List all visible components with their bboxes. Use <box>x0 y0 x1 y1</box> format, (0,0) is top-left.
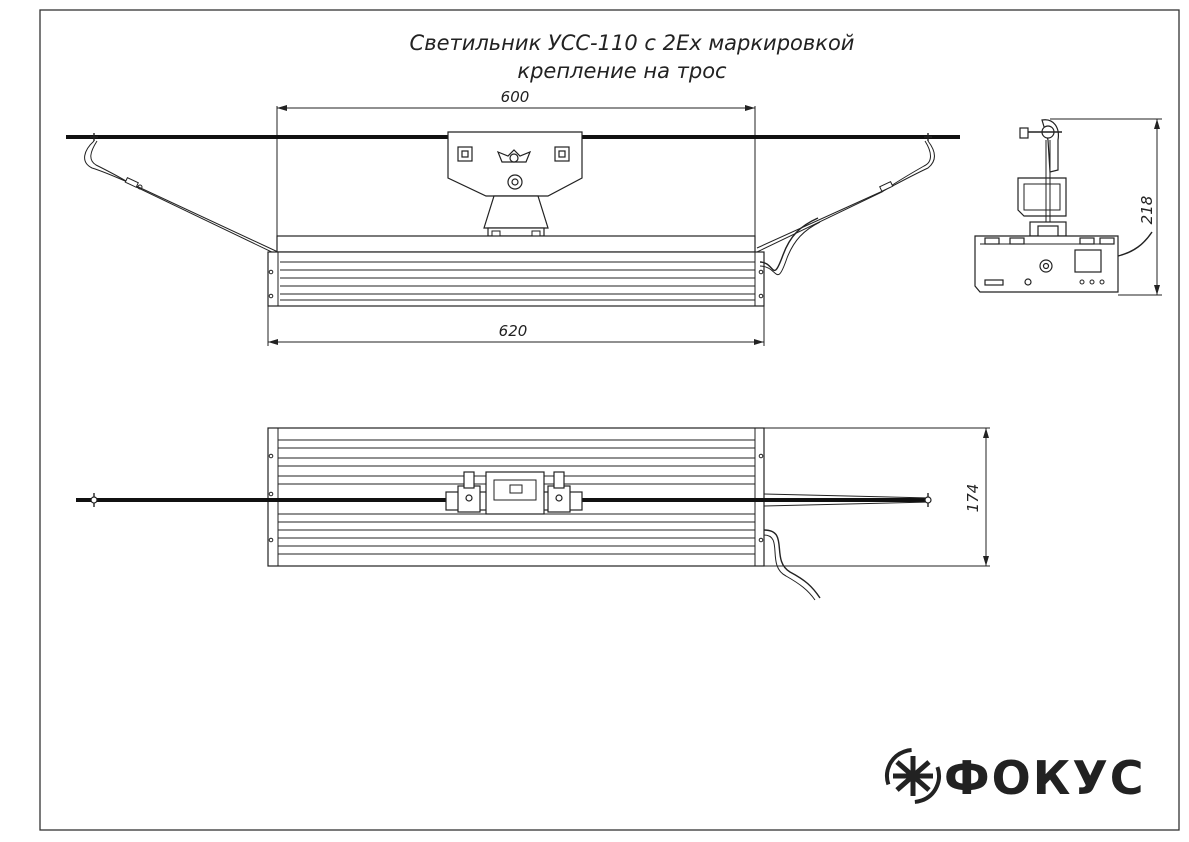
power-cable-front <box>759 217 819 271</box>
side-view: 218 <box>974 118 1162 296</box>
left-wire-tie <box>84 133 279 256</box>
dimension-620-label: 620 <box>499 322 528 340</box>
drawing-title-line1: Светильник УСС-110 с 2Ex маркировкой <box>410 31 855 55</box>
logo-text: ФОКУС <box>944 751 1146 805</box>
right-wire-tie <box>756 133 935 253</box>
luminaire-body-front <box>267 235 765 307</box>
front-view: 600 <box>66 88 960 346</box>
dimension-600: 600 <box>276 88 756 240</box>
dimension-218-label: 218 <box>1138 196 1156 225</box>
dimension-174-label: 174 <box>964 484 982 513</box>
power-cable-plan <box>763 529 821 599</box>
dimension-600-label: 600 <box>501 88 530 106</box>
drawing-title-line2: крепление на трос <box>517 59 727 83</box>
fokus-logo: ФОКУС <box>885 748 1146 805</box>
sheet-frame <box>39 9 1180 831</box>
dimension-620: 620 <box>267 306 765 346</box>
cable-bracket <box>447 131 583 237</box>
plan-view: 174 <box>76 427 990 601</box>
